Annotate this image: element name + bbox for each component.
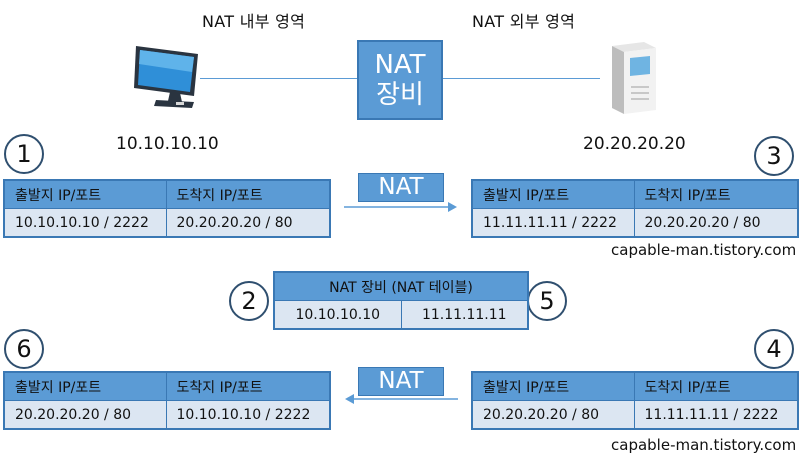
packet-table-step3: 출발지 IP/포트 도착지 IP/포트 11.11.11.11 / 2222 2… xyxy=(471,179,799,238)
monitor-icon xyxy=(134,46,198,108)
table6-dest-value: 10.10.10.10 / 2222 xyxy=(165,400,331,430)
nat-table-inside-ip: 10.10.10.10 xyxy=(273,300,402,330)
server-tower-icon xyxy=(612,42,656,114)
table3-source-header: 출발지 IP/포트 xyxy=(471,179,635,209)
watermark-bottom: capable-man.tistory.com xyxy=(611,436,797,454)
step-3-badge: 3 xyxy=(754,136,794,176)
link-client-nat xyxy=(200,78,357,79)
nat-device-box: NAT 장비 xyxy=(357,40,443,120)
client-ip-label: 10.10.10.10 xyxy=(116,134,219,154)
table1-source-header: 출발지 IP/포트 xyxy=(3,179,167,209)
table1-dest-header: 도착지 IP/포트 xyxy=(165,179,331,209)
nat-translation-table: NAT 장비 (NAT 테이블) 10.10.10.10 11.11.11.11 xyxy=(273,271,529,330)
table6-source-header: 출발지 IP/포트 xyxy=(3,371,167,401)
step-2-badge: 2 xyxy=(229,281,269,321)
step-6-badge: 6 xyxy=(4,329,44,369)
table6-dest-header: 도착지 IP/포트 xyxy=(165,371,331,401)
outside-zone-label: NAT 외부 영역 xyxy=(472,12,576,31)
table4-dest-header: 도착지 IP/포트 xyxy=(633,371,799,401)
table3-source-value: 11.11.11.11 / 2222 xyxy=(471,208,635,238)
table4-dest-value: 11.11.11.11 / 2222 xyxy=(633,400,799,430)
inbound-arrow xyxy=(345,394,458,404)
table1-source-value: 10.10.10.10 / 2222 xyxy=(3,208,167,238)
step-4-badge: 4 xyxy=(754,329,794,369)
nat-table-title: NAT 장비 (NAT 테이블) xyxy=(273,271,529,301)
table4-source-header: 출발지 IP/포트 xyxy=(471,371,635,401)
nat-table-outside-ip: 11.11.11.11 xyxy=(400,300,529,330)
watermark-top: capable-man.tistory.com xyxy=(611,241,797,259)
nat-outbound-tag: NAT xyxy=(358,173,444,202)
server-ip-label: 20.20.20.20 xyxy=(583,134,686,154)
packet-table-step1: 출발지 IP/포트 도착지 IP/포트 10.10.10.10 / 2222 2… xyxy=(3,179,331,238)
table3-dest-value: 20.20.20.20 / 80 xyxy=(633,208,799,238)
inside-zone-label: NAT 내부 영역 xyxy=(202,12,306,31)
step-1-badge: 1 xyxy=(4,134,44,174)
table6-source-value: 20.20.20.20 / 80 xyxy=(3,400,167,430)
nat-device-line1: NAT xyxy=(374,50,426,80)
link-nat-server xyxy=(443,78,600,79)
packet-table-step6: 출발지 IP/포트 도착지 IP/포트 20.20.20.20 / 80 10.… xyxy=(3,371,331,430)
table4-source-value: 20.20.20.20 / 80 xyxy=(471,400,635,430)
step-5-badge: 5 xyxy=(527,281,567,321)
table1-dest-value: 20.20.20.20 / 80 xyxy=(165,208,331,238)
packet-table-step4: 출발지 IP/포트 도착지 IP/포트 20.20.20.20 / 80 11.… xyxy=(471,371,799,430)
nat-device-line2: 장비 xyxy=(376,80,424,110)
nat-inbound-tag: NAT xyxy=(358,367,444,396)
table3-dest-header: 도착지 IP/포트 xyxy=(633,179,799,209)
outbound-arrow xyxy=(344,202,457,212)
